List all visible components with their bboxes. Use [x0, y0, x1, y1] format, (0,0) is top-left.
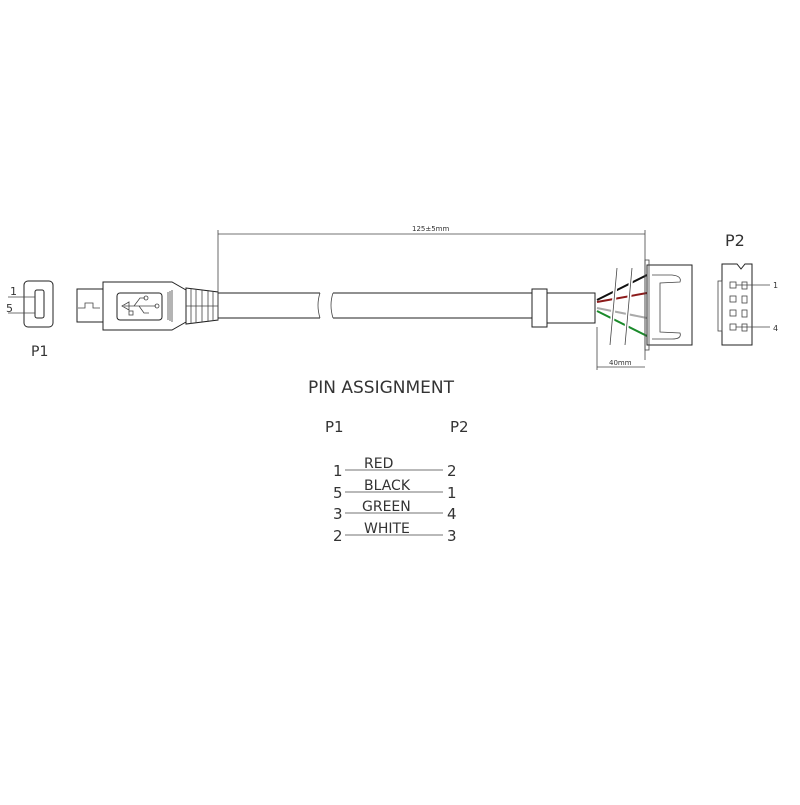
cable-length-label: 125±5mm [412, 225, 449, 233]
p2-pin: 1 [447, 484, 457, 502]
pin-row: 5 BLACK 1 [333, 478, 457, 502]
p2-label: P2 [725, 231, 745, 250]
strip-length-dimension: 40mm [596, 327, 645, 370]
pin-row: 3 GREEN 4 [333, 499, 457, 523]
p1-pin: 5 [333, 484, 343, 502]
p1-pin: 2 [333, 527, 343, 545]
p1-pin-1-label: 1 [10, 285, 17, 298]
p2-housing-side [644, 259, 693, 351]
p2-face-view: P2 1 4 [717, 231, 778, 346]
pin-row: 1 RED 2 [333, 456, 457, 480]
pin-assignment-table: PIN ASSIGNMENT P1 P2 1 RED 2 5 BLACK 1 3… [308, 378, 469, 545]
cable [218, 288, 596, 328]
p1-label: P1 [31, 344, 48, 360]
p2-pin: 2 [447, 462, 457, 480]
p1-pin-5-label: 5 [6, 302, 13, 315]
pin-row: 2 WHITE 3 [333, 521, 457, 545]
p1-pin: 3 [333, 505, 343, 523]
pin-assignment-title: PIN ASSIGNMENT [308, 378, 455, 398]
col-header-p1: P1 [325, 418, 344, 436]
strip-length-label: 40mm [609, 359, 632, 367]
p2-pin-4-label: 4 [773, 324, 778, 333]
col-header-p2: P2 [450, 418, 469, 436]
wire-color: WHITE [364, 521, 410, 537]
wire-color: GREEN [362, 499, 411, 515]
wires [596, 267, 648, 346]
wire-color: BLACK [364, 478, 411, 494]
p2-pin: 4 [447, 505, 457, 523]
wire-color: RED [364, 456, 393, 472]
usb-icon [121, 295, 160, 316]
p1-pin: 1 [333, 462, 343, 480]
micro-usb-plug [76, 281, 219, 331]
p2-pin: 3 [447, 527, 457, 545]
p1-face-view: 1 5 P1 [6, 280, 54, 360]
p2-pin-1-label: 1 [773, 281, 778, 290]
